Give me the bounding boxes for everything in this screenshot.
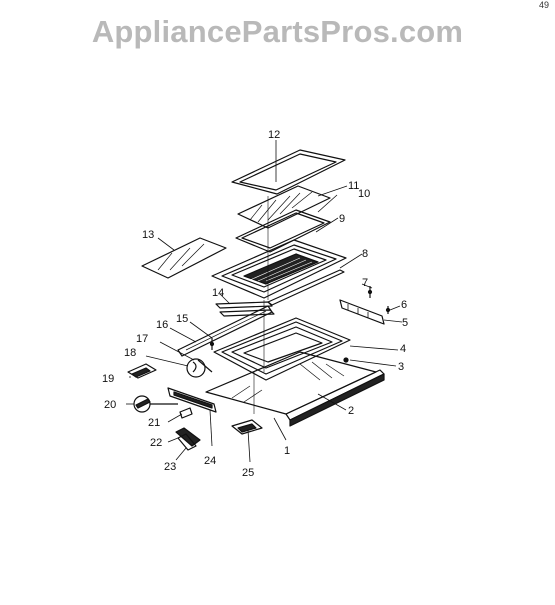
callout-24: 24: [204, 455, 216, 467]
part-2-door-trim: [285, 369, 385, 427]
callout-25: 25: [242, 467, 254, 479]
part-14-strip: [215, 301, 275, 317]
part-9-inner-panel: [211, 239, 347, 299]
part-13-glass: [141, 237, 227, 279]
callout-5: 5: [402, 317, 408, 329]
callout-15: 15: [176, 313, 188, 325]
callout-4: 4: [400, 343, 406, 355]
callout-9: 9: [339, 213, 345, 225]
callout-11: 11: [348, 180, 359, 192]
callout-13: 13: [142, 229, 154, 241]
callout-6: 6: [401, 299, 407, 311]
part-11-glass-panel: [237, 185, 331, 229]
callout-1: 1: [284, 445, 290, 457]
callout-10: 10: [358, 188, 370, 200]
part-18-latch: [186, 358, 206, 378]
callout-14: 14: [212, 287, 224, 299]
part-4-door-liner: [213, 317, 351, 381]
callout-23: 23: [164, 461, 176, 473]
part-12-top-frame: [231, 149, 346, 195]
part-24-hinge-rail: [167, 387, 217, 413]
part-20-handle-detail: [133, 395, 178, 413]
part-21-clip: [179, 407, 193, 419]
part-6-screw: [385, 306, 391, 314]
callout-16: 16: [156, 319, 168, 331]
part-16-rail: [177, 305, 273, 357]
part-15-screw: [209, 338, 215, 350]
callout-19: 19: [102, 373, 114, 385]
part-10-glass-seal: [235, 209, 331, 253]
callout-3: 3: [398, 361, 404, 373]
part-17-hinge-arm: [197, 359, 213, 373]
callout-20: 20: [104, 399, 116, 411]
part-22-hinge: [175, 427, 201, 451]
part-25-clip: [231, 419, 263, 435]
callout-21: 21: [148, 417, 160, 429]
callout-22: 22: [150, 437, 162, 449]
callout-2: 2: [348, 405, 354, 417]
callout-8: 8: [362, 248, 368, 260]
callout-18: 18: [124, 347, 136, 359]
part-3-screw: [343, 357, 349, 363]
watermark-text: AppliancePartsPros.com: [91, 14, 464, 49]
part-5-bracket: [339, 299, 385, 325]
callout-7: 7: [362, 277, 368, 289]
callout-12: 12: [268, 129, 280, 141]
callout-17: 17: [136, 333, 148, 345]
part-19-clip: [127, 363, 157, 379]
part-7-screw: [367, 286, 373, 298]
page-corner-mark: 49: [538, 0, 549, 10]
